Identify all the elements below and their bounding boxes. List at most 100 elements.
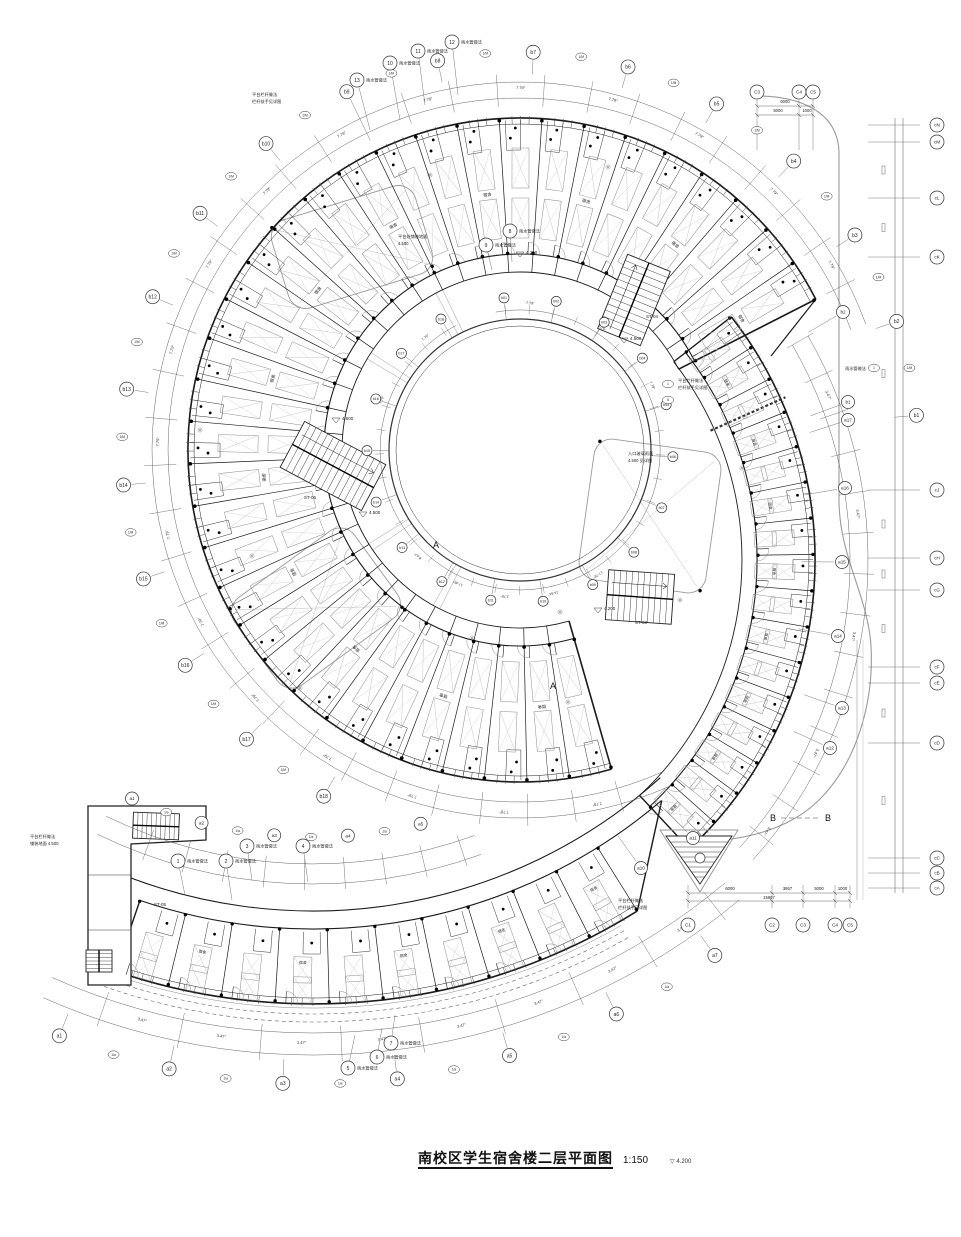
- svg-text:b15: b15: [364, 449, 370, 453]
- svg-text:雨水管做法: 雨水管做法: [519, 228, 540, 235]
- svg-text:ST-06: ST-06: [304, 495, 317, 500]
- svg-text:宿舍: 宿舍: [669, 803, 678, 812]
- svg-text:1000: 1000: [838, 886, 848, 891]
- svg-text:7.79°: 7.79°: [204, 258, 213, 269]
- svg-text:a7: a7: [712, 953, 718, 959]
- svg-text:6000: 6000: [725, 886, 735, 891]
- drawing-scale: 1:150: [623, 1155, 649, 1166]
- svg-text:栏杆扶手见详图: 栏杆扶手见详图: [252, 98, 281, 105]
- svg-text:7.79°: 7.79°: [499, 809, 509, 814]
- svg-text:1/a: 1/a: [382, 829, 387, 833]
- svg-text:b6: b6: [625, 65, 631, 71]
- svg-text:1/M: 1/M: [876, 275, 882, 279]
- svg-text:7.79°: 7.79°: [250, 692, 260, 703]
- svg-text:栏杆扶手见详图: 栏杆扶手见详图: [678, 384, 707, 391]
- svg-text:a4: a4: [395, 1077, 401, 1083]
- svg-text:1/M: 1/M: [211, 702, 217, 706]
- svg-text:C2: C2: [769, 923, 775, 928]
- svg-text:ST-04: ST-04: [646, 314, 659, 319]
- svg-text:雨水管做法: 雨水管做法: [187, 858, 208, 865]
- svg-text:1/M: 1/M: [389, 72, 395, 76]
- svg-text:雨水管做法: 雨水管做法: [399, 60, 420, 67]
- svg-text:a5: a5: [507, 1053, 513, 1059]
- svg-text:C3: C3: [754, 90, 760, 95]
- svg-text:a10: a10: [637, 866, 645, 871]
- svg-text:b05: b05: [663, 403, 669, 407]
- svg-text:cJ: cJ: [935, 488, 940, 493]
- svg-text:宿舍: 宿舍: [497, 927, 506, 934]
- svg-text:a15: a15: [838, 560, 846, 565]
- svg-text:3.47°: 3.47°: [850, 631, 857, 642]
- svg-text:7.79°: 7.79°: [694, 131, 705, 140]
- svg-text:b16: b16: [373, 397, 379, 401]
- svg-text:b10: b10: [262, 141, 271, 147]
- svg-text:13: 13: [354, 78, 360, 84]
- svg-text:b09: b09: [590, 583, 596, 587]
- svg-text:A: A: [433, 540, 439, 550]
- drawing-title: 南校区学生宿舍楼二层平面图: [418, 1150, 613, 1169]
- svg-text:10: 10: [387, 61, 393, 67]
- svg-text:1/M: 1/M: [134, 340, 140, 344]
- svg-text:雨水管做法: 雨水管做法: [461, 39, 482, 46]
- svg-text:a2: a2: [199, 820, 205, 825]
- svg-text:4.500: 4.500: [369, 510, 381, 515]
- svg-text:b15: b15: [139, 577, 148, 583]
- svg-text:b1: b1: [914, 413, 920, 419]
- svg-text:3.47°: 3.47°: [811, 748, 820, 759]
- svg-text:3.47°: 3.47°: [456, 1022, 467, 1029]
- svg-text:6: 6: [376, 1055, 379, 1061]
- svg-text:宿舍: 宿舍: [288, 566, 299, 577]
- svg-text:cD: cD: [934, 741, 940, 746]
- svg-text:4.200: 4.200: [604, 606, 616, 611]
- svg-text:a1: a1: [57, 1034, 63, 1040]
- svg-text:b8: b8: [435, 58, 441, 64]
- svg-text:平台栏杆做法: 平台栏杆做法: [618, 897, 643, 904]
- svg-text:3.47°: 3.47°: [855, 509, 861, 519]
- svg-text:宿舍: 宿舍: [581, 197, 592, 206]
- svg-text:12: 12: [449, 40, 455, 46]
- svg-text:3867: 3867: [783, 886, 793, 891]
- svg-text:b01: b01: [501, 296, 507, 300]
- svg-text:3: 3: [246, 844, 249, 850]
- svg-text:b03: b03: [601, 321, 607, 325]
- svg-text:C5: C5: [810, 90, 816, 95]
- svg-text:4.500 见详图: 4.500 见详图: [628, 457, 652, 464]
- svg-text:宿舍: 宿舍: [268, 373, 277, 384]
- site-paths: [97, 95, 872, 1023]
- svg-text:a6: a6: [614, 1012, 620, 1018]
- svg-text:b17: b17: [242, 737, 251, 743]
- svg-text:1: 1: [177, 859, 180, 865]
- svg-text:平台栏杆做法: 平台栏杆做法: [252, 91, 277, 98]
- svg-text:1/a: 1/a: [338, 1082, 343, 1086]
- svg-text:1/M: 1/M: [228, 174, 234, 178]
- svg-text:宿舍: 宿舍: [388, 220, 399, 231]
- svg-text:雨水管做法: 雨水管做法: [386, 1054, 407, 1061]
- svg-text:b12: b12: [439, 580, 445, 584]
- svg-text:7.79°: 7.79°: [336, 130, 347, 139]
- svg-text:1/M: 1/M: [671, 81, 677, 85]
- svg-text:7.79°: 7.79°: [421, 333, 430, 342]
- svg-text:1/a: 1/a: [223, 1077, 228, 1081]
- svg-text:b08: b08: [631, 550, 637, 554]
- svg-text:宿舍: 宿舍: [742, 695, 750, 704]
- svg-text:7.79°: 7.79°: [827, 260, 836, 271]
- svg-text:ST-03: ST-03: [635, 620, 648, 625]
- svg-text:7.79°: 7.79°: [164, 529, 171, 540]
- svg-text:2: 2: [225, 859, 228, 865]
- svg-text:入口玻璃雨蓬: 入口玻璃雨蓬: [628, 450, 654, 457]
- svg-text:1/a: 1/a: [235, 829, 240, 833]
- svg-text:a17: a17: [844, 418, 852, 423]
- svg-text:宿舍: 宿舍: [723, 378, 731, 387]
- svg-text:1/a: 1/a: [309, 835, 314, 839]
- svg-text:8: 8: [509, 229, 512, 235]
- svg-text:a11: a11: [689, 836, 697, 841]
- svg-text:7.79°: 7.79°: [155, 437, 160, 447]
- svg-text:cH: cH: [934, 556, 940, 561]
- svg-text:b17: b17: [398, 352, 404, 356]
- svg-text:雨水管做法: 雨水管做法: [357, 1065, 378, 1072]
- svg-text:7.79°: 7.79°: [322, 752, 333, 761]
- svg-text:宿舍: 宿舍: [350, 643, 362, 654]
- svg-text:宿舍: 宿舍: [772, 568, 777, 576]
- svg-text:8.47°: 8.47°: [413, 551, 422, 560]
